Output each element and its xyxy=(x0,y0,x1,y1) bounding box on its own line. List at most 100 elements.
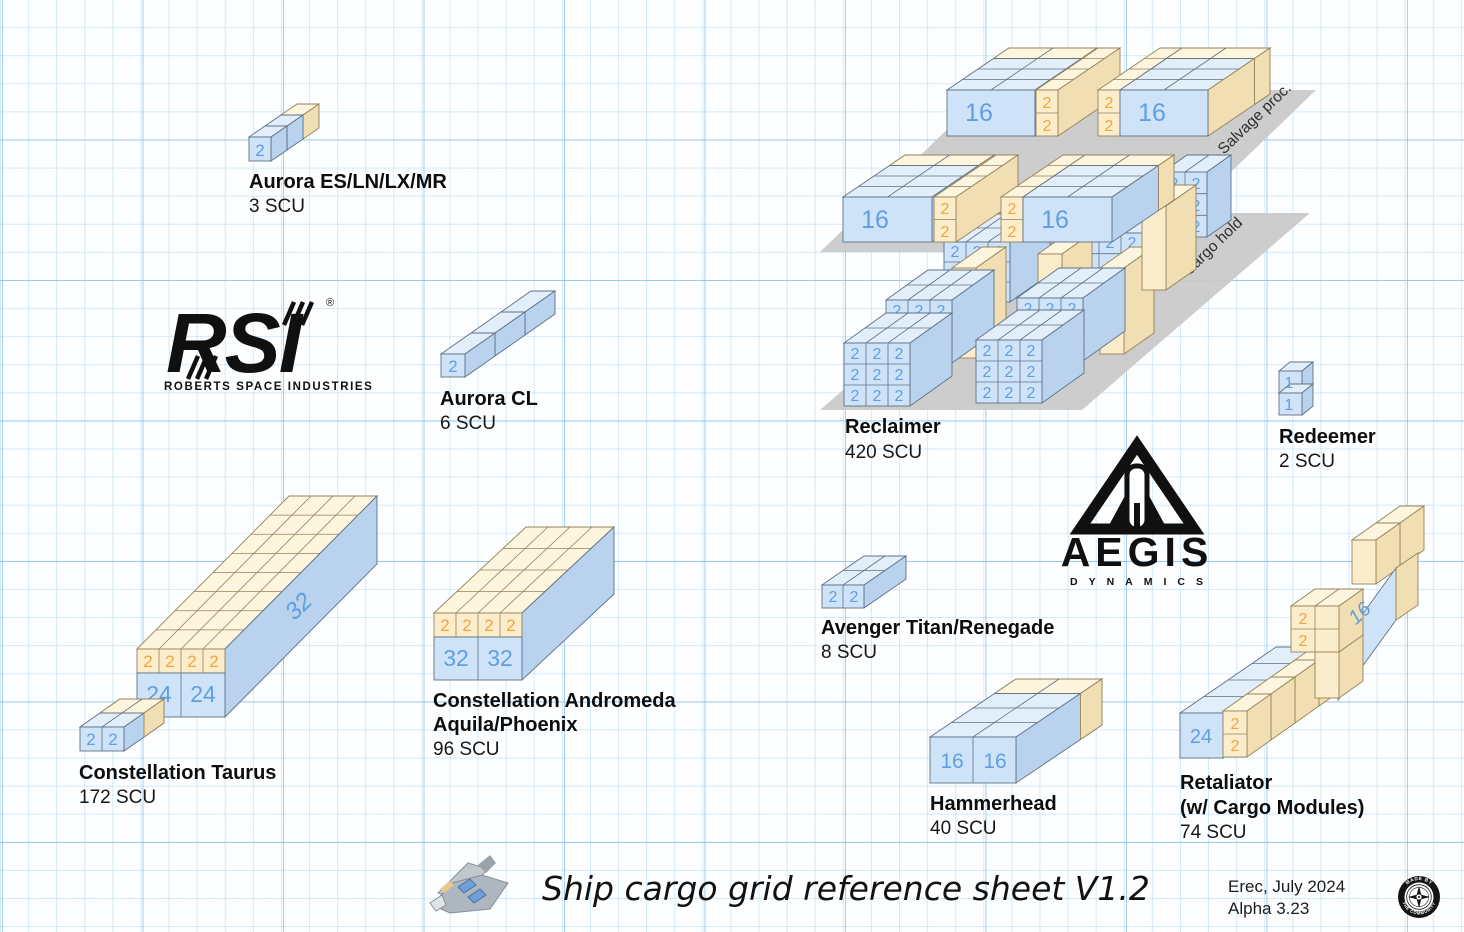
rsi-logo: RSI ® ROBERTS SPACE INDUSTRIES xyxy=(164,296,372,393)
cargo-box xyxy=(928,678,1104,784)
rsi-wordmark: RSI xyxy=(166,296,304,390)
cargo-box xyxy=(1118,47,1272,137)
box-label: 2 xyxy=(187,652,196,671)
box-label: 2 xyxy=(895,346,904,363)
box-label: 16 xyxy=(983,750,1006,773)
box-label: 2 xyxy=(506,616,515,635)
box-label: 2 xyxy=(1299,633,1308,650)
ship-scu-label: 40 SCU xyxy=(930,818,997,839)
community-badge-icon: MADE BY THE COMMUNITY xyxy=(1398,876,1440,918)
box-label: 16 xyxy=(940,750,963,773)
cargo-box xyxy=(1289,588,1365,653)
ship-name-label: Reclaimer xyxy=(845,416,941,438)
box-label: 2 xyxy=(983,385,992,402)
box-label: 2 xyxy=(983,343,992,360)
box-label: 24 xyxy=(190,681,216,707)
box-face xyxy=(248,136,272,162)
box-label: 2 xyxy=(440,616,449,635)
box-face xyxy=(842,196,933,243)
cargo-box xyxy=(135,494,379,719)
credit-author: Erec, July 2024 xyxy=(1228,877,1345,896)
box-label: 1 xyxy=(1285,375,1294,392)
cargo-box xyxy=(842,312,954,407)
rsi-hatch-icon xyxy=(185,301,315,380)
ship-name-label: Aurora CL xyxy=(440,388,538,410)
box-label: 2 xyxy=(1008,201,1017,218)
cargo-box xyxy=(1221,693,1273,758)
cargo-box xyxy=(1034,47,1122,137)
box-face xyxy=(1080,678,1103,741)
box-edge xyxy=(1314,588,1340,607)
ship-name-label: Aquila/Phoenix xyxy=(433,714,577,736)
ship-scu-label: 420 SCU xyxy=(845,442,922,463)
box-label: 2 xyxy=(255,141,264,160)
svg-text:MADE BY: MADE BY xyxy=(1405,876,1434,887)
box-label: 2 xyxy=(165,652,174,671)
diagram-aurora-cl: 2 xyxy=(439,290,557,378)
ship-name-label: Retaliator xyxy=(1180,772,1272,794)
box-face xyxy=(946,89,1036,137)
box-face xyxy=(1395,552,1419,621)
sheet-title: Ship cargo grid reference sheet V1.2 xyxy=(542,869,1150,908)
box-label: 2 xyxy=(462,616,471,635)
ship-scu-label: 96 SCU xyxy=(433,739,500,760)
cargo-box xyxy=(820,555,908,609)
box-label: 2 xyxy=(829,589,838,606)
box-label: 2 xyxy=(86,730,95,749)
box-face xyxy=(1351,539,1377,585)
box-label: 2 xyxy=(895,367,904,384)
cargo-box xyxy=(439,332,497,378)
cargo-box xyxy=(78,698,166,752)
diagram-aurora-es: 2 xyxy=(247,103,321,162)
box-label: 2 xyxy=(1046,301,1055,318)
box-face xyxy=(1314,651,1340,699)
box-face xyxy=(440,353,466,378)
box-label: 2 xyxy=(1027,343,1036,360)
box-label: 2 xyxy=(893,303,902,320)
cargo-box xyxy=(1021,154,1176,243)
box-label: 2 xyxy=(915,303,924,320)
box-label: 2 xyxy=(1299,611,1308,628)
box-label: 2 xyxy=(1005,385,1014,402)
box-label: 2 xyxy=(850,589,859,606)
cargo-box xyxy=(1313,634,1365,699)
ship-name-label: Redeemer xyxy=(1279,426,1376,448)
box-face xyxy=(1254,47,1271,106)
box-edge xyxy=(1184,154,1210,173)
box-face xyxy=(1022,196,1113,243)
cargo-box xyxy=(432,525,616,682)
box-label: 2 xyxy=(895,388,904,405)
diagram-redeemer: 11 xyxy=(1277,361,1315,416)
box-label: 32 xyxy=(487,645,513,671)
box-label: 16 xyxy=(965,99,993,127)
box-face xyxy=(143,698,165,738)
aegis-emblem-icon xyxy=(1069,435,1205,535)
rsi-registered-mark: ® xyxy=(326,297,334,309)
box-label: 2 xyxy=(1106,235,1115,252)
box-label: 24 xyxy=(1190,726,1212,748)
box-label: 2 xyxy=(1128,235,1137,252)
box-label: 2 xyxy=(1027,364,1036,381)
box-label: 2 xyxy=(209,652,218,671)
ship-scu-label: 172 SCU xyxy=(79,787,156,808)
box-label: 16 xyxy=(1138,99,1166,127)
box-label: 2 xyxy=(1008,224,1017,241)
ship-name-label: Avenger Titan/Renegade xyxy=(821,617,1054,639)
box-label: 2 xyxy=(1024,301,1033,318)
box-face xyxy=(1119,89,1209,137)
box-label: 2 xyxy=(1068,301,1077,318)
box-label: 2 xyxy=(1043,95,1052,112)
ship-sprite-icon xyxy=(429,855,509,914)
box-face xyxy=(843,342,911,407)
ship-scu-label: 3 SCU xyxy=(249,196,305,217)
badge-top-text: MADE BY xyxy=(1405,876,1433,887)
